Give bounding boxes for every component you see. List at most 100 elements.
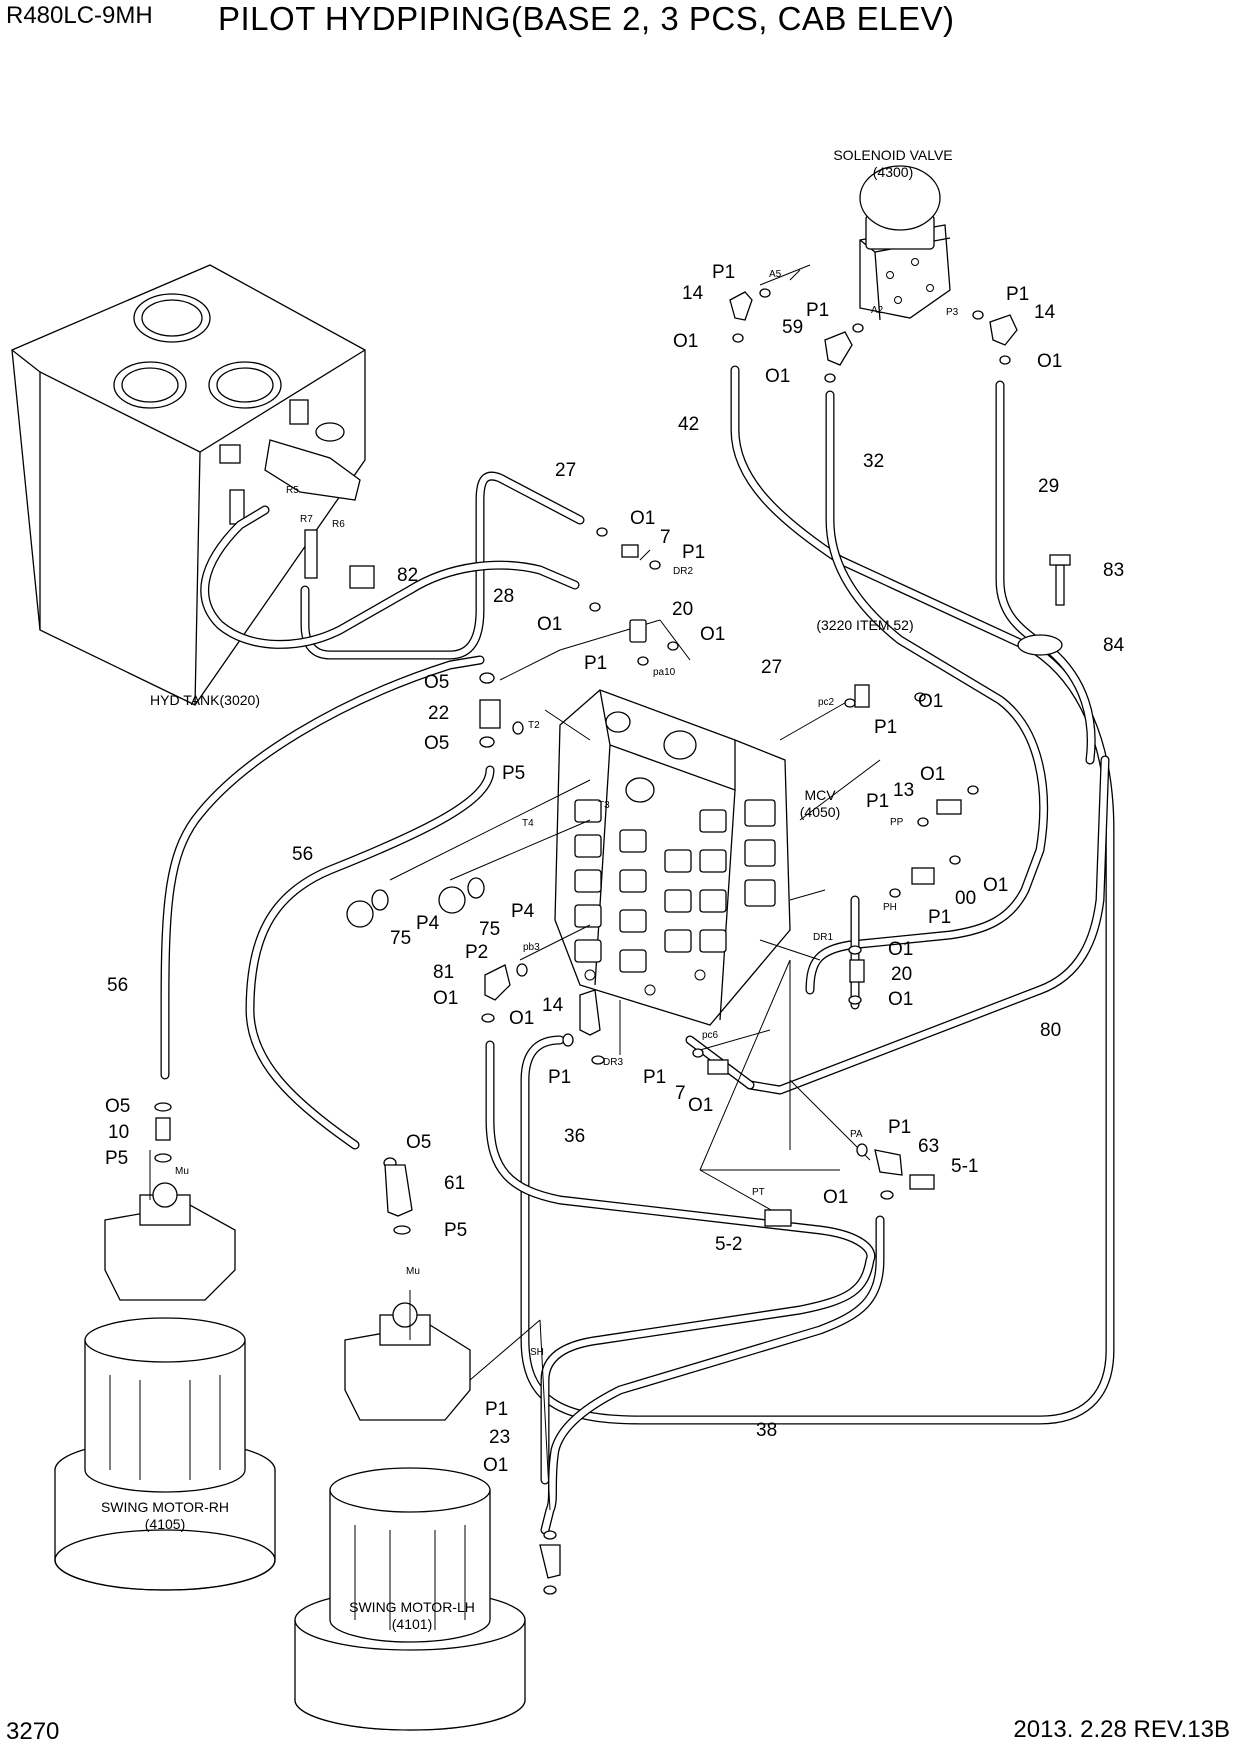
port-r5: R5: [286, 485, 299, 496]
callout: P5: [105, 1148, 128, 1169]
callout: P1: [1006, 284, 1029, 305]
hydraulic-tank: [11, 264, 375, 706]
port-r6: R6: [332, 519, 345, 530]
ref-3220-label: (3220 ITEM 52): [816, 617, 913, 633]
swing-motor-lh-code: (4101): [392, 1616, 432, 1632]
port-pp: PP: [890, 817, 904, 828]
callout: 7: [660, 527, 671, 548]
port-t2: T2: [528, 720, 540, 731]
callout: O1: [483, 1455, 508, 1476]
callout: 56: [107, 975, 128, 996]
callout: 22: [428, 703, 449, 724]
callout: P1: [682, 542, 705, 563]
callout: O1: [700, 624, 725, 645]
mcv-code: (4050): [800, 804, 840, 820]
swing-motor-lh-label: SWING MOTOR-LH: [349, 1599, 475, 1615]
swing-motor-rh: [54, 1182, 276, 1591]
callout: O1: [823, 1187, 848, 1208]
model-number: R480LC-9MH: [6, 2, 153, 29]
callout: O1: [918, 691, 943, 712]
main-control-valve: [554, 689, 791, 1026]
solenoid-valve-label: SOLENOID VALVE: [833, 147, 952, 163]
callout: P1: [485, 1399, 508, 1420]
callout: P1: [888, 1117, 911, 1138]
callout: O1: [673, 331, 698, 352]
callout: 7: [675, 1083, 686, 1104]
revision-date: 2013. 2.28 REV.13B: [1013, 1716, 1230, 1743]
hose-clamp: [1017, 554, 1071, 656]
callout: O1: [537, 614, 562, 635]
port-mu-rh: Mu: [175, 1166, 189, 1177]
port-t3: T3: [598, 800, 610, 811]
port-mu-lh: Mu: [406, 1266, 420, 1277]
swing-motor-rh-code: (4105): [145, 1516, 185, 1532]
callout: 14: [1034, 302, 1056, 323]
callout: 36: [564, 1126, 585, 1147]
port-pc2: pc2: [818, 697, 835, 708]
callout: 10: [108, 1122, 129, 1143]
callout: 42: [678, 414, 699, 435]
callout: O1: [509, 1008, 534, 1029]
callout: O1: [765, 366, 790, 387]
callout: P2: [465, 942, 488, 963]
mcv-spool-blocks: [574, 799, 776, 996]
callout: P1: [806, 300, 829, 321]
callout: 14: [542, 995, 564, 1016]
port-pb3: pb3: [523, 942, 540, 953]
callout: P1: [866, 791, 889, 812]
port-t4: T4: [522, 818, 534, 829]
callout: 28: [493, 586, 514, 607]
callout: 75: [390, 928, 411, 949]
callout: O1: [888, 989, 913, 1010]
swing-motor-rh-label: SWING MOTOR-RH: [101, 1499, 229, 1515]
port-pa: PA: [850, 1129, 863, 1140]
callout: P1: [928, 907, 951, 928]
callout: 63: [918, 1136, 939, 1157]
port-dr3: DR3: [603, 1057, 623, 1068]
fittings: [154, 288, 1018, 1595]
callout: 75: [479, 919, 500, 940]
callout: O1: [433, 988, 458, 1009]
callout: 56: [292, 844, 313, 865]
port-dr2: DR2: [673, 566, 693, 577]
callout: P4: [416, 913, 440, 934]
port-p3: P3: [946, 307, 959, 318]
callout: 61: [444, 1173, 465, 1194]
callout: O1: [1037, 351, 1062, 372]
page-title: PILOT HYDPIPING(BASE 2, 3 PCS, CAB ELEV): [218, 0, 955, 37]
callout: 27: [555, 460, 576, 481]
callout: 23: [489, 1427, 510, 1448]
callout: O1: [630, 508, 655, 529]
callout: P1: [548, 1067, 571, 1088]
callout: 81: [433, 962, 454, 983]
callout: 83: [1103, 560, 1124, 581]
part-callouts: P1 14 O1 42 P1 59 O1 32 P1 14 O1 29 27 O…: [105, 262, 1125, 1476]
solenoid-valve-code: (4300): [873, 164, 913, 180]
port-pc6: pc6: [702, 1030, 719, 1041]
callout: 5-1: [951, 1156, 978, 1177]
callout: 14: [682, 283, 704, 304]
callout: 59: [782, 317, 803, 338]
port-sh: SH: [530, 1347, 544, 1358]
callout: 5-2: [715, 1234, 742, 1255]
callout: 00: [955, 888, 976, 909]
port-dr1: DR1: [813, 932, 833, 943]
port-a2: A2: [871, 305, 884, 316]
port-pt: PT: [752, 1187, 765, 1198]
callout: P5: [444, 1220, 467, 1241]
port-pa10: pa10: [653, 667, 676, 678]
callout: O1: [688, 1095, 713, 1116]
solenoid-valve: [859, 165, 951, 321]
port-labels: A5 A2 P3 DR2 R5 R7 R6 pa10 T2 T3 T4 pc2 …: [175, 269, 959, 1358]
callout: 13: [893, 780, 914, 801]
port-r7: R7: [300, 514, 313, 525]
callout: 32: [863, 451, 884, 472]
callout: O5: [424, 672, 449, 693]
hose-routing: [160, 365, 1115, 1535]
callout: P5: [502, 763, 525, 784]
callout: 84: [1103, 635, 1125, 656]
callout: O1: [983, 875, 1008, 896]
page-number: 3270: [6, 1718, 60, 1745]
callout: O1: [888, 939, 913, 960]
callout: 29: [1038, 476, 1059, 497]
